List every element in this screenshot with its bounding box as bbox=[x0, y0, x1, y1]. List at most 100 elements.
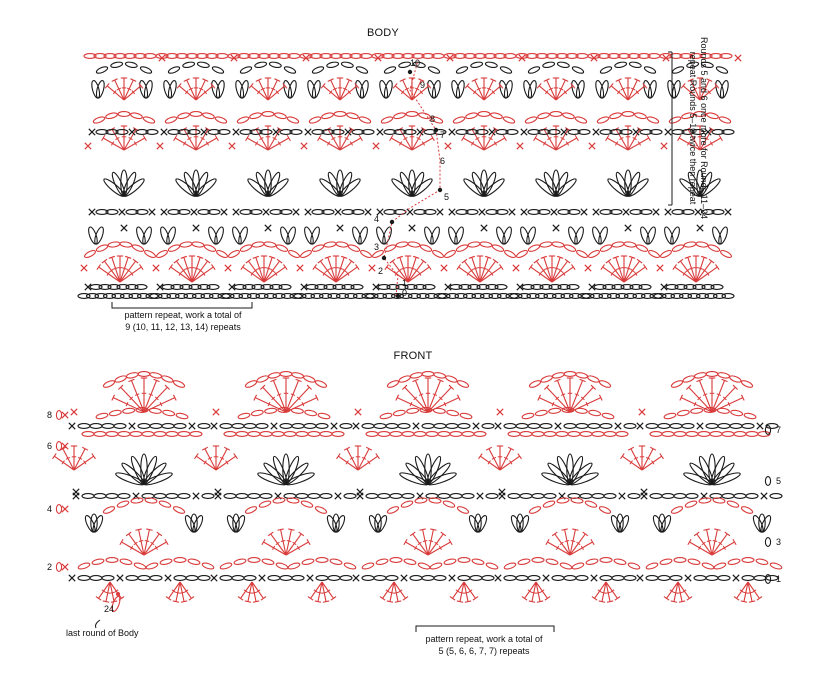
single-crochet bbox=[61, 505, 69, 513]
single-crochet bbox=[210, 422, 218, 430]
chain-stitch bbox=[83, 53, 97, 59]
chain-stitch bbox=[765, 575, 779, 581]
chain-stitch bbox=[93, 53, 107, 59]
chain-stitch bbox=[247, 53, 261, 59]
cluster-stitch bbox=[448, 226, 458, 245]
double-crochet bbox=[690, 79, 701, 101]
single-crochet bbox=[488, 128, 496, 136]
double-crochet-top bbox=[620, 453, 625, 460]
chain-stitch bbox=[95, 209, 109, 215]
chain-stitch bbox=[261, 558, 275, 566]
chain-stitch bbox=[300, 500, 314, 508]
chain-stitch bbox=[481, 575, 495, 581]
single-crochet bbox=[694, 208, 702, 216]
chain-stitch bbox=[504, 249, 516, 259]
double-crochet-bar bbox=[689, 267, 694, 270]
chain-stitch bbox=[335, 293, 350, 299]
single-crochet bbox=[264, 224, 272, 232]
double-crochet-top bbox=[533, 134, 538, 142]
chain-stitch bbox=[428, 497, 442, 504]
double-crochet-bar bbox=[418, 393, 424, 396]
cluster-stitch bbox=[382, 226, 392, 245]
chain-stitch bbox=[421, 53, 435, 59]
double-crochet-bar bbox=[645, 456, 651, 460]
chain-stitch bbox=[584, 500, 598, 508]
chain-stitch bbox=[177, 209, 191, 215]
body-round-label-6: 6 bbox=[440, 156, 445, 166]
chain-stitch bbox=[628, 61, 642, 69]
chain-stitch bbox=[687, 293, 701, 299]
front-right-turn-stitch bbox=[764, 574, 772, 584]
double-crochet-bar bbox=[361, 456, 367, 460]
double-crochet-top bbox=[183, 78, 190, 82]
chain-stitch bbox=[485, 562, 499, 570]
chain-stitch bbox=[382, 293, 396, 299]
chain-stitch bbox=[149, 372, 163, 379]
chain-stitch bbox=[183, 293, 197, 299]
double-crochet-top bbox=[295, 378, 302, 383]
double-crochet bbox=[564, 529, 571, 556]
single-crochet bbox=[550, 208, 558, 216]
double-crochet-bar bbox=[739, 589, 744, 593]
chain-stitch bbox=[721, 493, 735, 499]
single-crochet bbox=[272, 128, 280, 136]
double-crochet-top bbox=[288, 528, 295, 531]
chain-stitch bbox=[323, 284, 337, 290]
double-crochet bbox=[119, 257, 129, 283]
body-round-label-4: 4 bbox=[374, 214, 379, 224]
chain-stitch bbox=[681, 209, 695, 215]
double-crochet-top bbox=[687, 538, 692, 546]
chain-stitch bbox=[571, 562, 585, 570]
double-crochet-top bbox=[499, 264, 504, 271]
chain-stitch bbox=[587, 423, 601, 429]
chain-stitch bbox=[534, 293, 549, 299]
chain-stitch bbox=[393, 129, 407, 135]
cluster-stitch bbox=[568, 226, 578, 245]
single-crochet bbox=[372, 142, 380, 150]
chain-stitch bbox=[133, 53, 147, 59]
double-crochet-top bbox=[521, 596, 528, 601]
chain-stitch bbox=[634, 112, 647, 120]
chain-stitch bbox=[418, 112, 431, 120]
double-crochet bbox=[338, 455, 359, 471]
chain-stitch bbox=[373, 423, 387, 429]
single-crochet bbox=[436, 208, 444, 216]
chain-stitch bbox=[485, 209, 499, 215]
chain-stitch bbox=[528, 506, 542, 514]
chain-stitch bbox=[494, 284, 508, 290]
cluster-stitch bbox=[284, 455, 300, 485]
chain-stitch bbox=[145, 562, 159, 570]
chain-stitch bbox=[263, 241, 277, 248]
chain-stitch bbox=[527, 244, 541, 252]
double-crochet-top bbox=[696, 378, 703, 383]
chain-stitch bbox=[638, 284, 652, 290]
single-crochet bbox=[156, 283, 164, 291]
double-crochet bbox=[687, 257, 697, 283]
cluster-stitch bbox=[526, 226, 536, 245]
double-crochet-top bbox=[396, 255, 404, 259]
chain-stitch bbox=[421, 423, 435, 429]
chain-stitch bbox=[288, 249, 300, 259]
double-crochet bbox=[123, 137, 146, 151]
double-crochet bbox=[128, 533, 145, 556]
chain-stitch bbox=[361, 423, 375, 429]
cluster-stitch bbox=[287, 80, 297, 99]
chain-stitch bbox=[462, 293, 477, 299]
chain-stitch bbox=[170, 284, 184, 290]
double-crochet-top bbox=[471, 78, 478, 82]
double-crochet-top bbox=[244, 600, 252, 603]
single-crochet bbox=[472, 422, 480, 430]
front-left-label-4: 4 bbox=[47, 504, 52, 514]
double-crochet-bar bbox=[148, 393, 154, 396]
double-crochet-top bbox=[590, 384, 597, 390]
double-crochet bbox=[427, 533, 444, 556]
double-crochet bbox=[531, 581, 537, 602]
body-round-label-7: 7 bbox=[440, 130, 445, 140]
chain-stitch bbox=[709, 431, 723, 437]
double-crochet bbox=[627, 85, 646, 101]
chain-stitch bbox=[308, 116, 322, 124]
cluster-stitch bbox=[431, 80, 441, 99]
chain-stitch bbox=[599, 244, 613, 252]
